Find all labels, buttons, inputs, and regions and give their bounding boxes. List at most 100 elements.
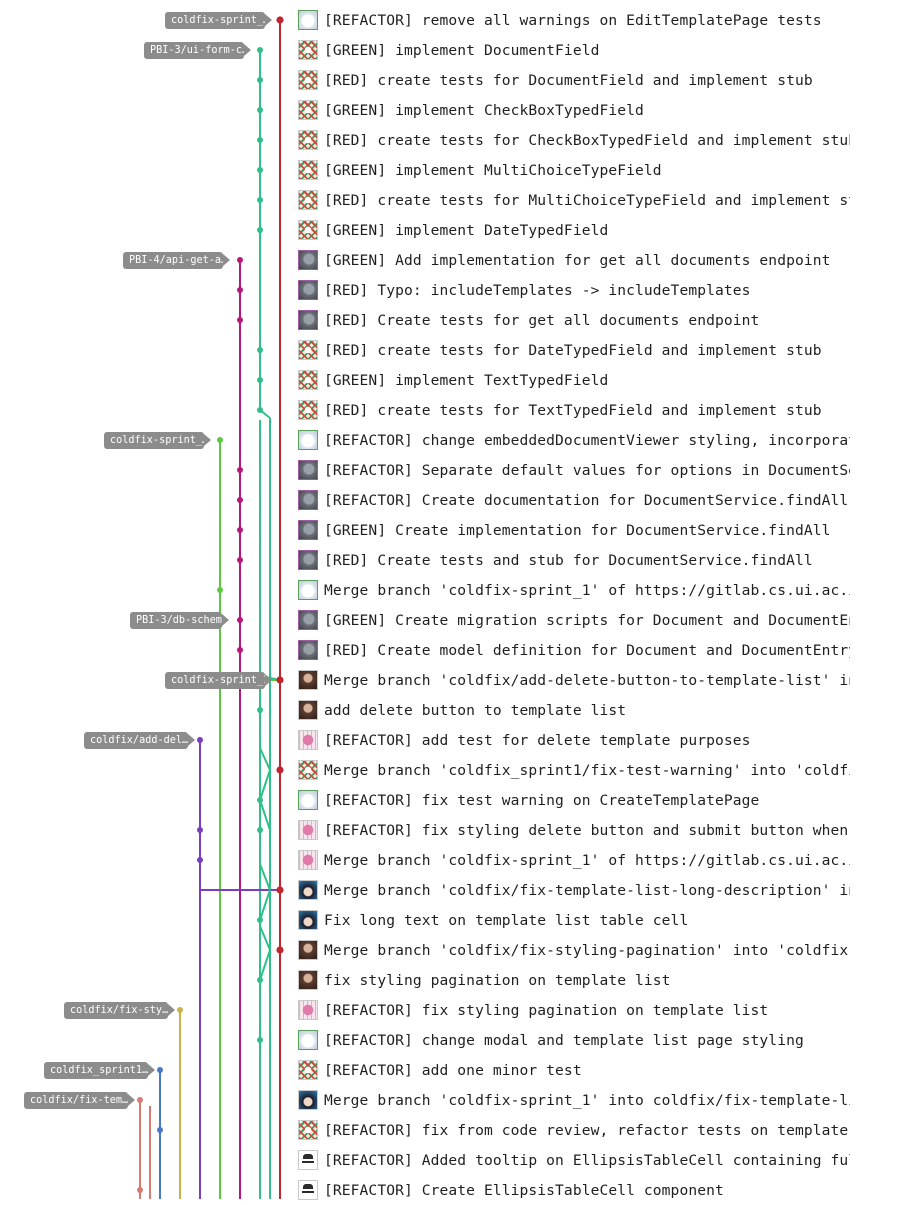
- commit-row[interactable]: Merge branch 'coldfix_sprint1/fix-test-w…: [298, 755, 850, 785]
- commit-row[interactable]: [REFACTOR] fix styling pagination on tem…: [298, 995, 850, 1025]
- commit-row[interactable]: [REFACTOR] add one minor test: [298, 1055, 850, 1085]
- commit-dot: [257, 77, 263, 83]
- commit-message: [RED] Create model definition for Docume…: [324, 641, 850, 659]
- author-avatar: [298, 850, 318, 870]
- branch-label[interactable]: PBI-3/ui-form-c…: [144, 41, 244, 59]
- author-avatar: [298, 790, 318, 810]
- branch-label[interactable]: PBI-4/api-get-a…: [123, 251, 223, 269]
- graph-edge: [259, 747, 271, 771]
- commit-row[interactable]: [REFACTOR] change embeddedDocumentViewer…: [298, 425, 850, 455]
- commit-row[interactable]: [GREEN] implement MultiChoiceTypeField: [298, 155, 850, 185]
- branch-label[interactable]: coldfix/fix-sty…: [64, 1001, 168, 1019]
- commit-row[interactable]: [REFACTOR] Separate default values for o…: [298, 455, 850, 485]
- commit-dot: [257, 107, 263, 113]
- branch-label[interactable]: coldfix-sprint_…: [165, 11, 265, 29]
- graph-edge: [259, 863, 271, 891]
- commit-message: [REFACTOR] fix test warning on CreateTem…: [324, 791, 760, 809]
- commit-row[interactable]: [REFACTOR] fix styling delete button and…: [298, 815, 850, 845]
- commit-row[interactable]: Merge branch 'coldfix-sprint_1' of https…: [298, 845, 850, 875]
- commit-row[interactable]: Fix long text on template list table cel…: [298, 905, 850, 935]
- commit-row[interactable]: [RED] create tests for MultiChoiceTypeFi…: [298, 185, 850, 215]
- author-avatar: [298, 580, 318, 600]
- commit-row[interactable]: [RED] Create model definition for Docume…: [298, 635, 850, 665]
- commit-dot: [237, 287, 243, 293]
- commit-message: [GREEN] implement MultiChoiceTypeField: [324, 161, 662, 179]
- commit-message: [REFACTOR] fix styling delete button and…: [324, 821, 850, 839]
- branch-label[interactable]: PBI-3/db-schema: [130, 611, 222, 629]
- author-avatar: [298, 10, 318, 30]
- author-avatar: [298, 550, 318, 570]
- commit-dot: [177, 1007, 183, 1013]
- author-avatar: [298, 460, 318, 480]
- author-avatar: [298, 430, 318, 450]
- branch-label[interactable]: coldfix/add-del…: [84, 731, 188, 749]
- commit-row[interactable]: [REFACTOR] fix from code review, refacto…: [298, 1115, 850, 1145]
- author-avatar: [298, 250, 318, 270]
- branch-label[interactable]: coldfix-sprint_…: [104, 431, 204, 449]
- commit-dot: [257, 227, 263, 233]
- commit-row[interactable]: [REFACTOR] add test for delete template …: [298, 725, 850, 755]
- commit-row[interactable]: Merge branch 'coldfix/fix-styling-pagina…: [298, 935, 850, 965]
- commit-row[interactable]: [GREEN] Create migration scripts for Doc…: [298, 605, 850, 635]
- commit-message: [RED] create tests for TextTypedField an…: [324, 401, 822, 419]
- commit-row[interactable]: [REFACTOR] Create documentation for Docu…: [298, 485, 850, 515]
- commit-row[interactable]: [GREEN] Create implementation for Docume…: [298, 515, 850, 545]
- commit-row[interactable]: add delete button to template list: [298, 695, 850, 725]
- commit-dot: [257, 167, 263, 173]
- branch-label[interactable]: coldfix/fix-tem…: [24, 1091, 128, 1109]
- commit-row[interactable]: Merge branch 'coldfix-sprint_1' into col…: [298, 1085, 850, 1115]
- commit-row[interactable]: [REFACTOR] fix test warning on CreateTem…: [298, 785, 850, 815]
- commit-row[interactable]: Merge branch 'coldfix-sprint_1' of https…: [298, 575, 850, 605]
- commit-message: [REFACTOR] change embeddedDocumentViewer…: [324, 431, 850, 449]
- commit-dot: [217, 587, 223, 593]
- commit-dot: [257, 917, 263, 923]
- author-avatar: [298, 670, 318, 690]
- commit-row[interactable]: [REFACTOR] remove all warnings on EditTe…: [298, 5, 850, 35]
- commit-row[interactable]: [REFACTOR] Added tooltip on EllipsisTabl…: [298, 1145, 850, 1175]
- commit-row[interactable]: [REFACTOR] Create EllipsisTableCell comp…: [298, 1175, 850, 1205]
- commit-message: Merge branch 'coldfix-sprint_1' of https…: [324, 581, 850, 599]
- commit-row[interactable]: [RED] create tests for DateTypedField an…: [298, 335, 850, 365]
- author-avatar: [298, 40, 318, 60]
- commit-dot: [137, 1187, 143, 1193]
- commit-row[interactable]: [GREEN] implement DateTypedField: [298, 215, 850, 245]
- commit-row[interactable]: Merge branch 'coldfix/fix-template-list-…: [298, 875, 850, 905]
- commit-row[interactable]: [RED] Typo: includeTemplates -> includeT…: [298, 275, 850, 305]
- commit-dot: [276, 16, 284, 24]
- author-avatar: [298, 70, 318, 90]
- commit-row[interactable]: [GREEN] implement TextTypedField: [298, 365, 850, 395]
- commit-dot: [257, 197, 263, 203]
- author-avatar: [298, 100, 318, 120]
- branch-label[interactable]: coldfix_sprint1…: [44, 1061, 148, 1079]
- author-avatar: [298, 1150, 318, 1170]
- commit-dot: [257, 707, 263, 713]
- commit-list: [REFACTOR] remove all warnings on EditTe…: [298, 5, 850, 1205]
- author-avatar: [298, 1060, 318, 1080]
- branch-label-pointer: [128, 1094, 135, 1106]
- commit-row[interactable]: [RED] Create tests and stub for Document…: [298, 545, 850, 575]
- commit-row[interactable]: [GREEN] Add implementation for get all d…: [298, 245, 850, 275]
- commit-row[interactable]: [GREEN] implement CheckBoxTypedField: [298, 95, 850, 125]
- commit-dot: [257, 827, 263, 833]
- author-avatar: [298, 340, 318, 360]
- commit-row[interactable]: fix styling pagination on template list: [298, 965, 850, 995]
- commit-dot: [237, 497, 243, 503]
- commit-dot: [257, 407, 263, 413]
- commit-graph: [137, 16, 284, 1199]
- commit-row[interactable]: [RED] create tests for DocumentField and…: [298, 65, 850, 95]
- commit-dot: [237, 617, 243, 623]
- author-avatar: [298, 490, 318, 510]
- author-avatar: [298, 910, 318, 930]
- commit-row[interactable]: [RED] create tests for TextTypedField an…: [298, 395, 850, 425]
- commit-row[interactable]: [RED] create tests for CheckBoxTypedFiel…: [298, 125, 850, 155]
- author-avatar: [298, 400, 318, 420]
- branch-label-pointer: [222, 614, 229, 626]
- commit-row[interactable]: Merge branch 'coldfix/add-delete-button-…: [298, 665, 850, 695]
- commit-row[interactable]: [GREEN] implement DocumentField: [298, 35, 850, 65]
- commit-message: [RED] create tests for CheckBoxTypedFiel…: [324, 131, 850, 149]
- branch-label[interactable]: coldfix-sprint_1…: [165, 671, 265, 689]
- commit-dot: [237, 527, 243, 533]
- graph-edge: [259, 925, 271, 951]
- commit-row[interactable]: [REFACTOR] change modal and template lis…: [298, 1025, 850, 1055]
- commit-row[interactable]: [RED] Create tests for get all documents…: [298, 305, 850, 335]
